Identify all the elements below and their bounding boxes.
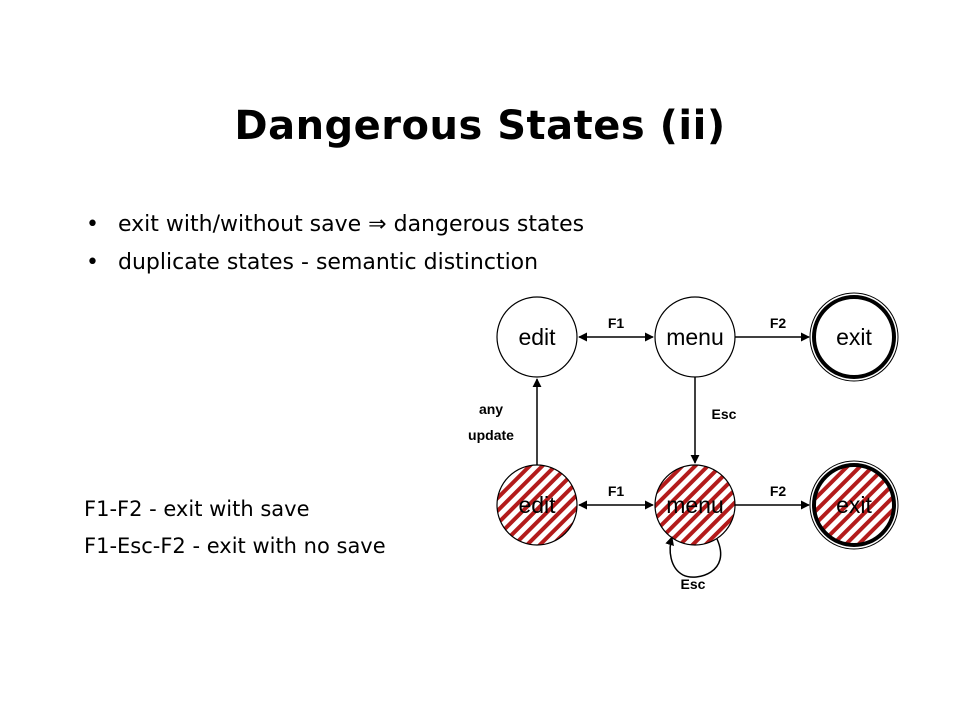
label-update: update xyxy=(468,427,514,443)
note-exit-with-no-save: F1-Esc-F2 - exit with no save xyxy=(84,534,386,558)
label-top-f2: F2 xyxy=(770,315,787,331)
label-esc-down: Esc xyxy=(712,406,737,422)
state-edit-top: edit xyxy=(496,296,578,378)
state-label: exit xyxy=(836,492,872,518)
slide-title: Dangerous States (ii) xyxy=(234,103,726,149)
state-edit-bottom: edit xyxy=(496,464,578,546)
bullet-text: exit with/without save ⇒ dangerous state… xyxy=(118,212,585,237)
bullet-marker: • xyxy=(86,212,99,237)
state-exit-top: exit xyxy=(809,292,899,382)
bullet-text: duplicate states - semantic distinction xyxy=(118,250,539,275)
state-label: menu xyxy=(666,492,724,518)
label-bottom-f2: F2 xyxy=(770,483,787,499)
notes-block: F1-F2 - exit with save F1-Esc-F2 - exit … xyxy=(84,491,386,565)
bullet-list: • exit with/without save ⇒ dangerous sta… xyxy=(84,206,584,282)
label-bottom-f1: F1 xyxy=(608,483,625,499)
state-menu-bottom: menu xyxy=(654,464,736,546)
bullet-marker: • xyxy=(86,250,99,275)
edge-esc-self-loop xyxy=(665,536,722,578)
state-label: edit xyxy=(518,324,556,350)
note-exit-with-save: F1-F2 - exit with save xyxy=(84,497,310,521)
state-label: menu xyxy=(666,324,724,350)
state-label: exit xyxy=(836,324,872,350)
state-label: edit xyxy=(518,492,556,518)
state-menu-top: menu xyxy=(654,296,736,378)
label-top-f1: F1 xyxy=(608,315,625,331)
label-any: any xyxy=(479,401,503,417)
bullet-item: • exit with/without save ⇒ dangerous sta… xyxy=(84,206,584,244)
bullet-item: • duplicate states - semantic distinctio… xyxy=(84,244,584,282)
label-esc-loop: Esc xyxy=(681,576,706,592)
state-exit-bottom: exit xyxy=(809,460,899,550)
